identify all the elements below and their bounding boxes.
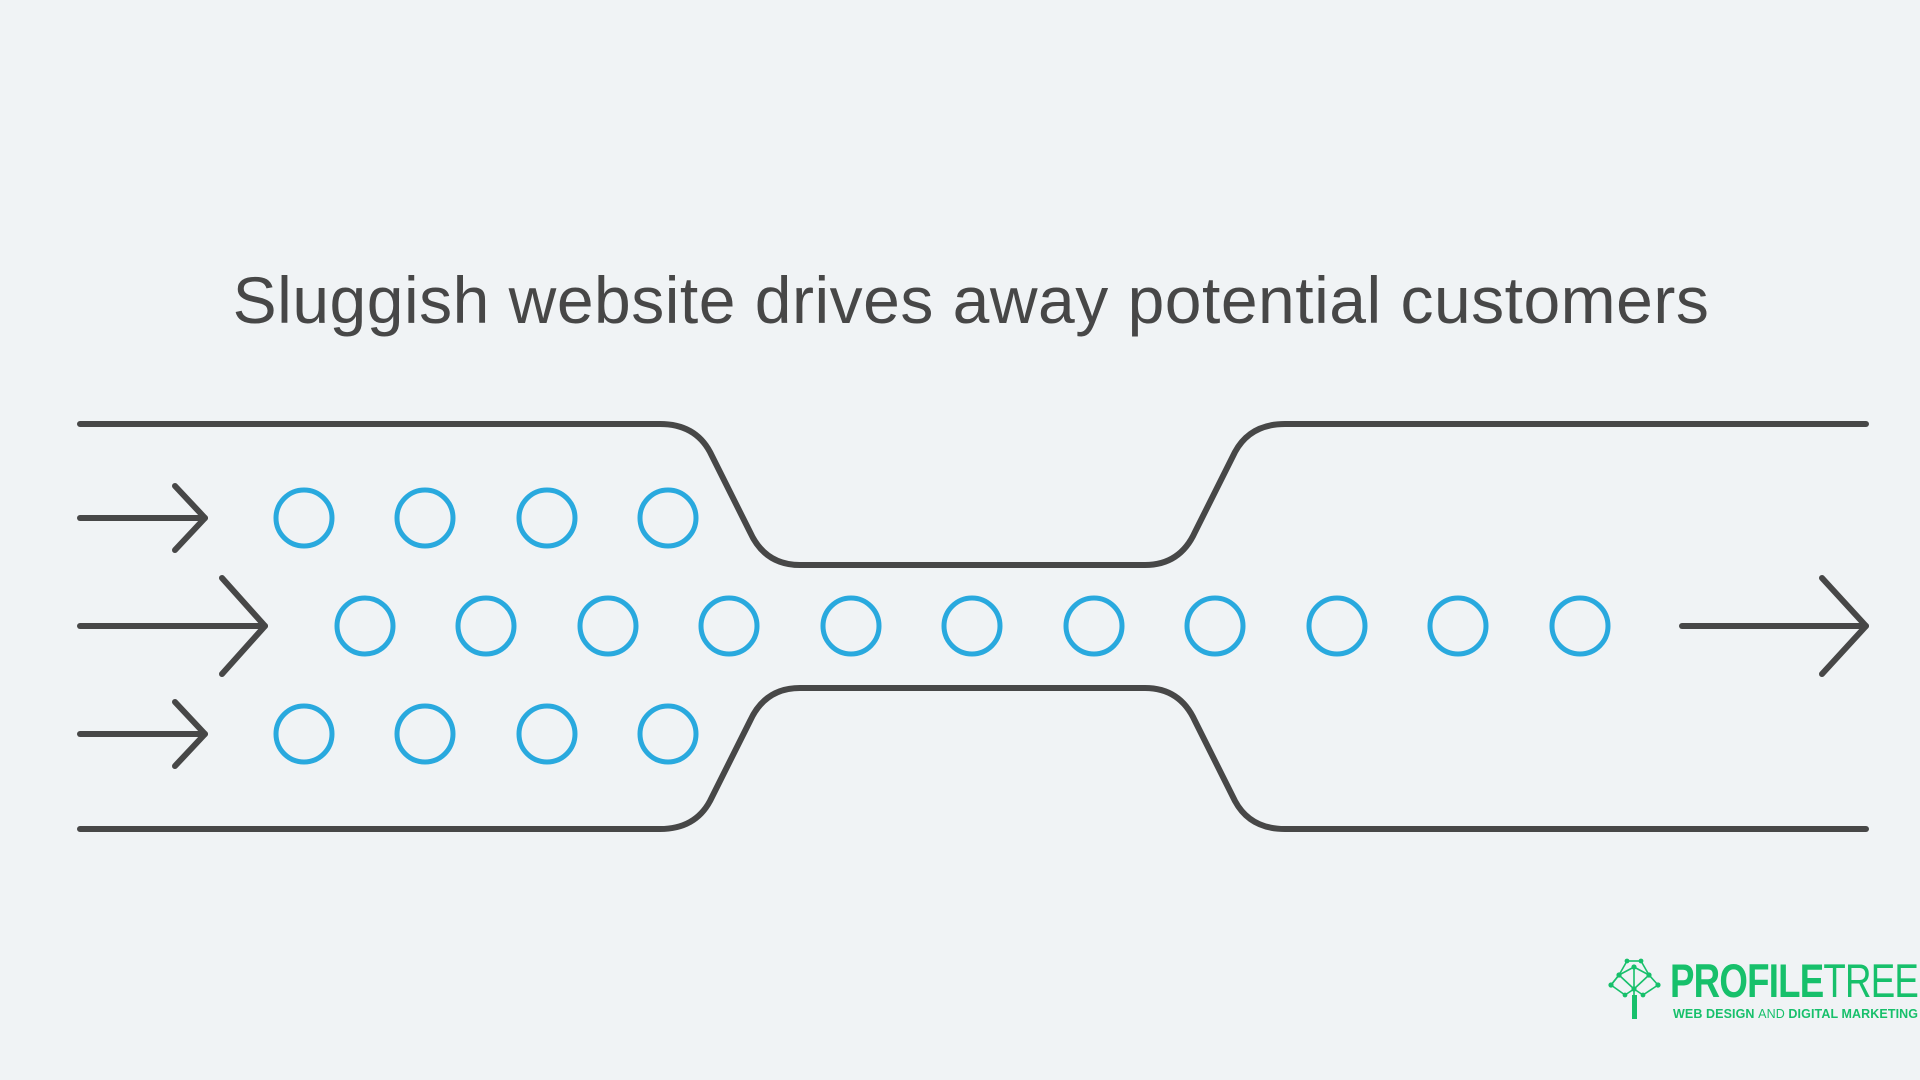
profiletree-logo: PROFILETREE WEB DESIGN AND DIGITAL MARKE… [1605,955,1919,1025]
visitor-dot [516,703,578,765]
logo-word-thin: TREE [1823,954,1919,1007]
visitor-dot [273,703,335,765]
logo-word-bold: PROFILE [1670,954,1824,1007]
arrow-right-icon [1679,575,1869,677]
pipe-outer-top [77,421,1869,568]
visitor-dot [1427,595,1489,657]
arrow-right-icon [77,483,208,553]
visitor-dot [637,703,699,765]
diagram-title: Sluggish website drives away potential c… [232,263,1710,337]
logo-tagline: WEB DESIGN AND DIGITAL MARKETING [1673,1007,1918,1021]
visitor-dot [394,487,456,549]
visitor-dot [394,703,456,765]
logo-wordmark: PROFILETREE [1670,954,1919,1007]
visitor-dot [941,595,1003,657]
visitor-dot [637,487,699,549]
logo-tag-part: WEB DESIGN [1673,1007,1755,1021]
visitor-dot [1184,595,1246,657]
pipe-outer-bottom [77,685,1869,832]
visitor-dot [698,595,760,657]
tree-network-icon [1608,958,1661,1019]
visitor-dot [1549,595,1611,657]
arrow-right-icon [77,575,268,677]
arrow-right-icon [77,699,208,769]
visitor-dot [273,487,335,549]
visitor-dot [516,487,578,549]
visitor-dot [820,595,882,657]
visitor-dot [334,595,396,657]
visitor-dot [1306,595,1368,657]
visitor-dot [455,595,517,657]
visitor-dot [1063,595,1125,657]
logo-tag-part: AND [1758,1007,1785,1021]
visitor-dot [577,595,639,657]
logo-tag-part: DIGITAL MARKETING [1788,1007,1919,1021]
